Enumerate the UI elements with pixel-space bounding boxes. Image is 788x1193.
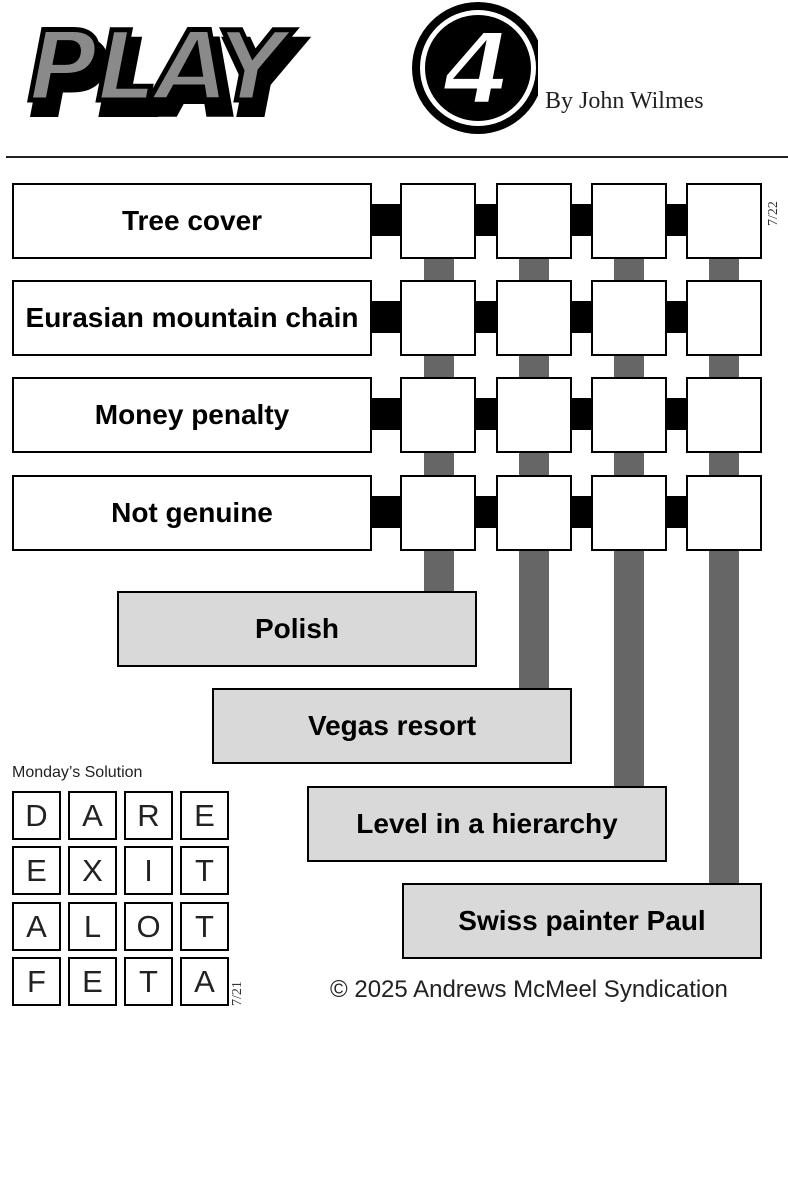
grid-cell[interactable]	[686, 280, 762, 356]
grid-cell[interactable]	[496, 280, 572, 356]
solution-cell: T	[124, 957, 173, 1006]
across-clue-4: Not genuine	[12, 475, 372, 551]
grid-cell[interactable]	[400, 475, 476, 551]
grid-cell[interactable]	[591, 475, 667, 551]
solution-cell: O	[124, 902, 173, 951]
copyright: © 2025 Andrews McMeel Syndication	[330, 976, 728, 1003]
byline: By John Wilmes	[545, 88, 704, 114]
solution-cell: A	[68, 791, 117, 840]
across-clue-1: Tree cover	[12, 183, 372, 259]
puzzle-date: 7/22	[766, 201, 781, 226]
grid-cell[interactable]	[400, 183, 476, 259]
grid-cell[interactable]	[400, 377, 476, 453]
solution-cell: D	[12, 791, 61, 840]
grid-cell[interactable]	[496, 475, 572, 551]
grid-cell[interactable]	[496, 377, 572, 453]
solution-cell: A	[12, 902, 61, 951]
grid-cell[interactable]	[591, 183, 667, 259]
solution-cell: X	[68, 846, 117, 895]
across-clue-2: Eurasian mountain chain	[12, 280, 372, 356]
logo-text-shadow: PLAY	[34, 23, 301, 135]
down-clue-4: Swiss painter Paul	[402, 883, 762, 959]
solution-cell: E	[12, 846, 61, 895]
solution-title: Monday’s Solution	[12, 764, 143, 781]
down-clue-1: Polish	[117, 591, 477, 667]
grid-cell[interactable]	[591, 280, 667, 356]
grid-cell[interactable]	[591, 377, 667, 453]
solution-cell: I	[124, 846, 173, 895]
logo-number: 4	[441, 11, 512, 128]
grid-cell[interactable]	[686, 475, 762, 551]
solution-cell: A	[180, 957, 229, 1006]
across-clue-3: Money penalty	[12, 377, 372, 453]
down-clue-3: Level in a hierarchy	[307, 786, 667, 862]
solution-cell: L	[68, 902, 117, 951]
logo-text: PLAY	[28, 11, 295, 123]
solution-cell: T	[180, 846, 229, 895]
down-clue-2: Vegas resort	[212, 688, 572, 764]
grid-cell[interactable]	[686, 377, 762, 453]
solution-cell: F	[12, 957, 61, 1006]
solution-cell: R	[124, 791, 173, 840]
down-bar-4	[709, 256, 739, 888]
solution-date: 7/21	[230, 981, 245, 1006]
solution-cell: T	[180, 902, 229, 951]
grid-cell[interactable]	[686, 183, 762, 259]
solution-cell: E	[180, 791, 229, 840]
grid-cell[interactable]	[496, 183, 572, 259]
logo: PLAY PLAY 4	[18, 0, 538, 140]
header-divider	[6, 156, 788, 158]
grid-cell[interactable]	[400, 280, 476, 356]
solution-cell: E	[68, 957, 117, 1006]
